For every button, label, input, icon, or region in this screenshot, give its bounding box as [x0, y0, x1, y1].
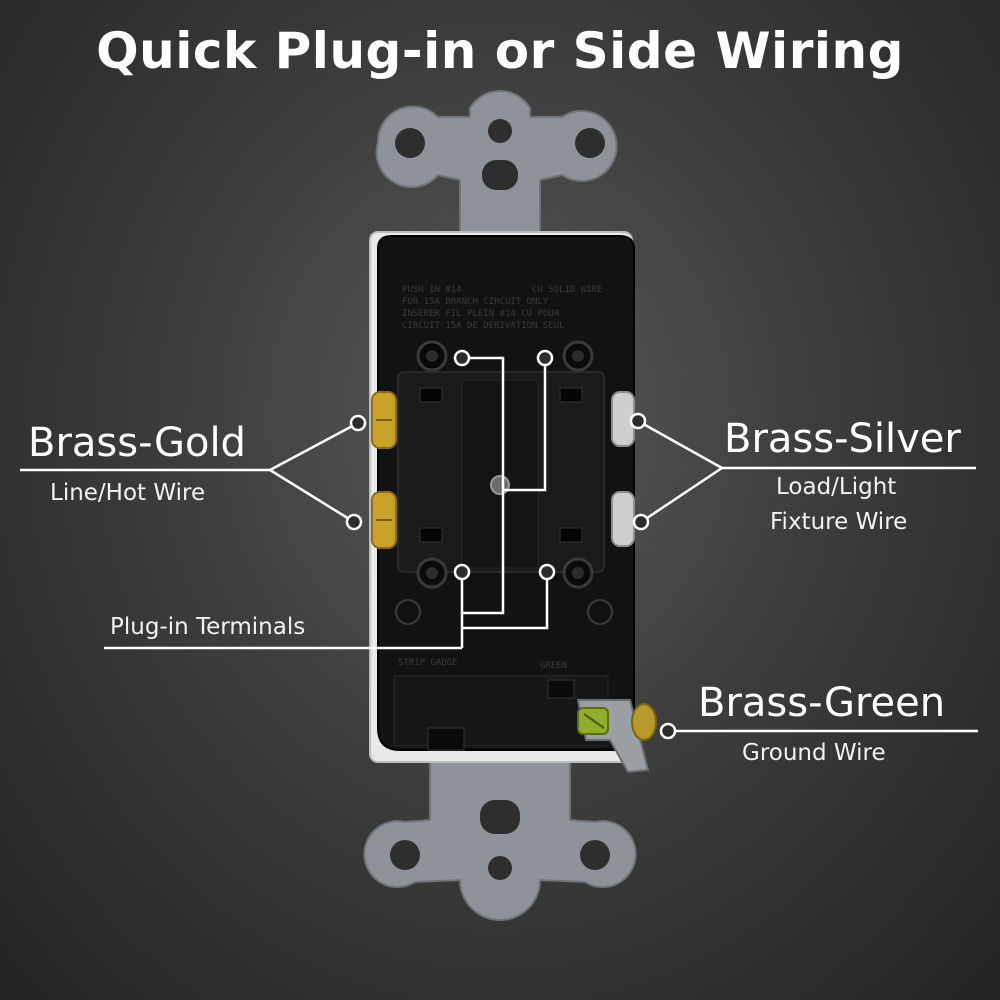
brass-green-label: Brass-Green [698, 680, 946, 726]
push-in-holes [416, 340, 594, 589]
center-rib [461, 379, 539, 569]
center-rivet [490, 475, 510, 495]
callout-dots [345, 349, 677, 740]
page-title: Quick Plug-in or Side Wiring [96, 22, 904, 80]
strap-holes [390, 119, 610, 880]
brass-gold-desc: Line/Hot Wire [50, 480, 206, 506]
cu-al-stamps [395, 599, 613, 625]
brass-gold-label: Brass-Gold [28, 420, 246, 466]
bottom-housing [393, 675, 609, 747]
brass-silver-label: Brass-Silver [724, 416, 961, 462]
svg-text:PUSH IN #14: PUSH IN #14 [402, 285, 462, 295]
svg-text:INSERER FIL PLEIN #14 CU POUR: INSERER FIL PLEIN #14 CU POUR [402, 309, 560, 319]
svg-text:FOR 15A BRANCH CIRCUIT ONLY: FOR 15A BRANCH CIRCUIT ONLY [402, 297, 549, 307]
back-fine-print: PUSH IN #14 CU SOLID WIRE FOR 15A BRANCH… [398, 285, 602, 671]
plug-in-terminals-label: Plug-in Terminals [110, 614, 306, 640]
brass-gold-screws [371, 391, 397, 549]
release-slots [419, 387, 583, 543]
svg-text:CIRCUIT 15A DE DERIVATION SEUL: CIRCUIT 15A DE DERIVATION SEUL [402, 321, 565, 331]
callout-lines [20, 356, 978, 733]
brass-silver-desc-line1: Load/Light [776, 474, 897, 500]
brass-green-screw [576, 699, 657, 774]
svg-text:CU SOLID WIRE: CU SOLID WIRE [532, 285, 602, 295]
brass-silver-screws [611, 391, 635, 547]
svg-text:STRIP GAUGE: STRIP GAUGE [398, 658, 458, 668]
brass-green-desc: Ground Wire [742, 740, 886, 766]
brass-silver-desc-line2: Fixture Wire [770, 509, 908, 535]
svg-text:GREEN: GREEN [540, 661, 567, 671]
ground-tab [547, 679, 575, 699]
bottom-tab [427, 727, 465, 751]
